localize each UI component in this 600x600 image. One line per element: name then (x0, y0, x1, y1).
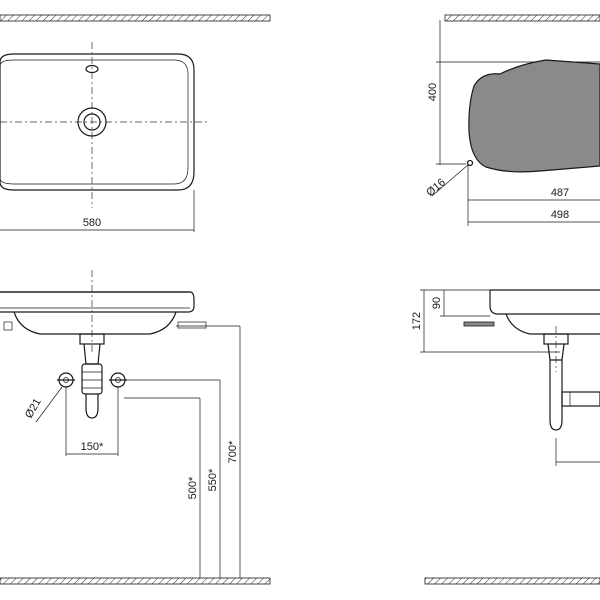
drain-outer-icon (77, 107, 107, 137)
waste-valve (79, 333, 105, 345)
plan-view-right: 400 Ø16 487 498 (424, 14, 600, 226)
front-elevation: Ø21 150* 500* 550* 700* (0, 270, 271, 585)
side-elevation: 172 90 (411, 289, 600, 585)
dim-90: 90 (431, 297, 443, 309)
basin-outline-outer (0, 53, 195, 191)
dim-487: 487 (551, 187, 569, 199)
dim-700: 700* (227, 440, 239, 463)
support-left (3, 321, 13, 331)
top-view: 580 (0, 14, 271, 232)
support-right (177, 321, 207, 329)
fixing-point-icon (466, 159, 474, 167)
overflow-icon (85, 64, 99, 74)
dim-498: 498 (551, 209, 569, 221)
basin-bowl-side (505, 313, 600, 335)
trap-pipe (85, 394, 99, 419)
dim-150: 150* (81, 441, 104, 453)
basin-bowl-front (13, 311, 177, 335)
dim-21: Ø21 (23, 396, 44, 420)
trap-side (549, 360, 563, 431)
dim-16: Ø16 (424, 176, 448, 199)
wall-hatch-top-right (444, 14, 600, 22)
dim-580: 580 (83, 217, 101, 229)
counter-slab-side (489, 289, 600, 315)
drain-inner-icon (83, 113, 101, 131)
dim-500: 500* (187, 476, 199, 499)
bowl-shape (468, 59, 600, 173)
wall-hatch-top-left (0, 14, 271, 22)
dim-172: 172 (411, 312, 423, 330)
basin-outline-inner (0, 59, 189, 185)
floor-hatch-bottom-left (0, 577, 271, 585)
floor-hatch-bottom-right (424, 577, 600, 585)
dim-400: 400 (427, 83, 439, 101)
support-side (463, 321, 495, 327)
dim-550: 550* (207, 468, 219, 491)
counter-slab (0, 291, 195, 313)
